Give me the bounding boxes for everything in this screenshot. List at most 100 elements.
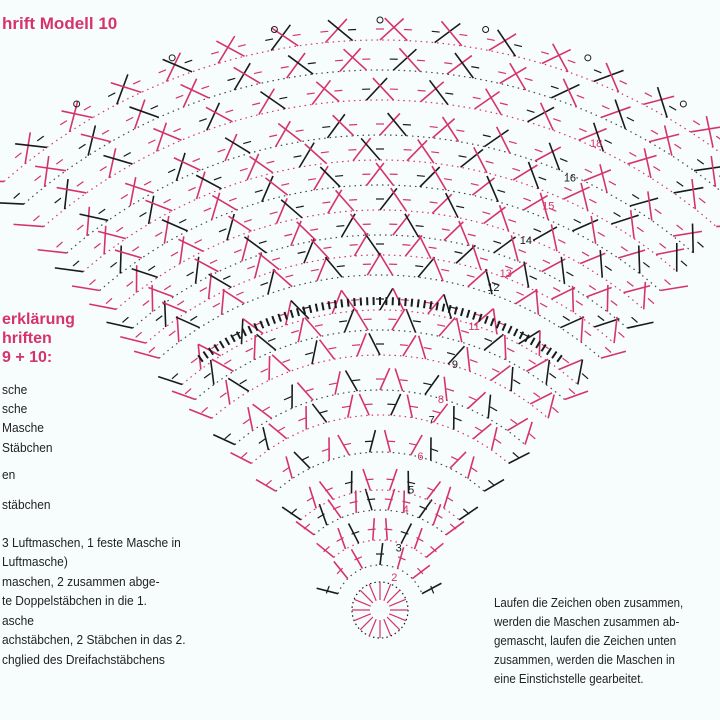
stitch-crossbar <box>491 368 500 373</box>
stitch-symbol <box>358 393 370 416</box>
stitch-symbol <box>563 186 590 200</box>
stitch-symbol <box>419 166 441 188</box>
stitch-crossbar <box>262 406 271 412</box>
stitch-symbol <box>261 175 274 203</box>
stitch-crossbar <box>342 442 352 446</box>
stitch-symbol <box>487 394 492 419</box>
stitch-crossbar <box>54 197 62 204</box>
stitch-symbol <box>110 81 142 94</box>
stitch-crossbar <box>279 96 288 100</box>
stitch-symbol <box>163 300 167 327</box>
stitch-crossbar <box>150 105 159 110</box>
legend-item: 3 Luftmaschen, 1 feste Masche in <box>2 535 181 550</box>
stitch-symbol <box>133 99 146 130</box>
stitch-symbol <box>599 164 608 193</box>
stitch-symbol <box>334 371 341 395</box>
stitch-crossbar <box>155 315 163 322</box>
stitch-symbol <box>280 199 303 219</box>
stitch-symbol <box>431 165 447 191</box>
stitch-crossbar <box>432 410 441 414</box>
stitch-crossbar <box>386 478 395 481</box>
stitch-crossbar <box>468 396 477 401</box>
stitch-crossbar <box>458 155 467 158</box>
stitch-crossbar <box>538 176 547 181</box>
stitch-symbol <box>131 268 159 279</box>
stitch-symbol <box>264 177 289 196</box>
chain-row <box>43 99 717 228</box>
stitch-crossbar <box>59 120 68 126</box>
stitch-symbol <box>504 262 528 279</box>
tick-stitch <box>535 340 542 349</box>
stitch-symbol <box>243 236 267 254</box>
stitch-crossbar <box>190 357 198 364</box>
legend-item: chglied des Dreifachstäbchens <box>2 652 165 667</box>
stitch-crossbar <box>428 246 437 249</box>
row-number-label: 5 <box>408 485 414 497</box>
stitch-crossbar <box>269 134 278 138</box>
stitch-crossbar <box>243 218 252 223</box>
stitch-crossbar <box>601 105 610 110</box>
stitch-crossbar <box>494 438 502 444</box>
stitch-symbol <box>539 102 555 131</box>
stitch-crossbar <box>588 285 597 291</box>
stitch-symbol <box>37 248 67 254</box>
stitch-symbol <box>498 205 510 232</box>
stitch-symbol <box>227 377 250 392</box>
stitch-symbol <box>379 112 401 136</box>
stitch-symbol <box>252 403 273 420</box>
stitch-symbol <box>526 358 549 373</box>
stitch-symbol <box>284 300 292 326</box>
stitch-crossbar <box>506 347 515 353</box>
stitch-crossbar <box>429 201 438 204</box>
legend-item: sche <box>2 382 28 397</box>
stitch-symbol <box>503 334 507 360</box>
stitch-crossbar <box>233 249 242 254</box>
stitch-crossbar <box>523 197 532 202</box>
chain-row <box>211 354 549 419</box>
stitch-symbol <box>594 318 620 328</box>
note-line: eine Einstichstelle gearbeitet. <box>494 672 644 686</box>
stitch-symbol <box>173 157 201 171</box>
stitch-crossbar <box>470 182 479 186</box>
stitch-symbol <box>224 133 238 162</box>
stitch-crossbar <box>631 316 638 323</box>
stitch-symbol <box>304 316 322 337</box>
stitch-crossbar <box>445 92 454 95</box>
legend-heading-line: hriften <box>2 330 52 347</box>
stitch-symbol <box>233 62 251 91</box>
stitch-symbol <box>390 187 407 212</box>
stitch-symbol <box>162 58 193 73</box>
stitch-symbol <box>217 35 236 64</box>
stitch-crossbar <box>292 33 301 37</box>
stitch-symbol <box>445 192 459 219</box>
stitch-symbol <box>13 223 44 228</box>
stitch-symbol <box>68 100 79 133</box>
stitch-crossbar <box>485 160 494 164</box>
stitch-symbol <box>296 382 314 401</box>
stitch-crossbar <box>240 452 248 459</box>
stitch-crossbar <box>482 211 491 215</box>
note-line: Laufen die Zeichen oben zusammen, <box>494 596 684 610</box>
stitch-symbol <box>157 375 183 386</box>
stitch-symbol <box>455 317 463 343</box>
tick-stitch <box>327 301 331 310</box>
stitch-crossbar <box>89 279 96 286</box>
stitch-crossbar <box>336 536 344 542</box>
stitch-crossbar <box>335 174 344 177</box>
stitch-crossbar <box>564 186 572 192</box>
stitch-symbol <box>455 244 477 264</box>
tick-stitch <box>265 318 271 327</box>
stitch-symbol <box>691 223 695 253</box>
stitch-crossbar <box>512 452 520 459</box>
stitch-symbol <box>512 164 538 181</box>
stitch-crossbar <box>341 405 350 409</box>
stitch-crossbar <box>427 487 435 492</box>
stitch-crossbar <box>55 158 64 165</box>
stitch-crossbar <box>557 239 566 244</box>
stitch-symbol <box>364 232 381 256</box>
stitch-symbol <box>208 273 232 289</box>
stitch-crossbar <box>484 337 493 342</box>
stitch-crossbar <box>441 228 450 231</box>
stitch-crossbar <box>664 279 671 286</box>
stitch-symbol <box>510 235 519 262</box>
